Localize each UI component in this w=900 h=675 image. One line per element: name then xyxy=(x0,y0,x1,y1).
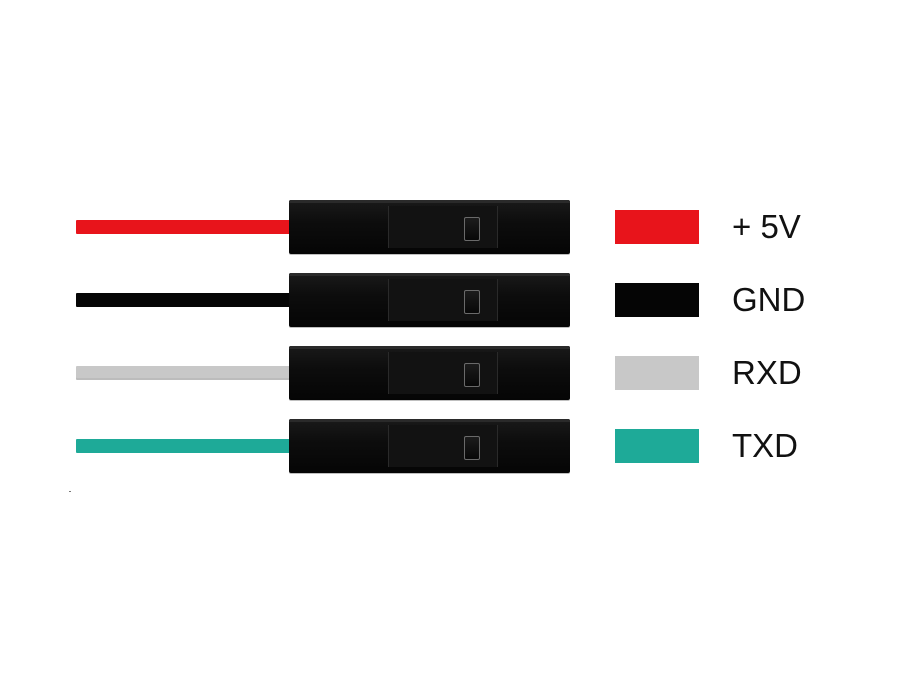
connector-latch-icon xyxy=(464,436,480,460)
color-swatch-teal xyxy=(615,429,699,463)
dupont-connector xyxy=(289,200,570,254)
connector-latch-icon xyxy=(464,217,480,241)
dupont-connector xyxy=(289,273,570,327)
white-wire xyxy=(76,366,292,380)
legend-label-txd: TXD xyxy=(732,427,798,464)
color-swatch-red xyxy=(615,210,699,244)
wire-row-gnd: GND xyxy=(0,270,900,330)
image-speck xyxy=(69,491,71,492)
teal-wire xyxy=(76,439,292,453)
connector-ridge xyxy=(289,419,570,422)
color-swatch-black xyxy=(615,283,699,317)
connector-ridge xyxy=(289,200,570,203)
dupont-connector xyxy=(289,346,570,400)
wire-row-5v: + 5V xyxy=(0,197,900,257)
connector-ridge xyxy=(289,346,570,349)
connector-window xyxy=(388,206,498,248)
legend-label-5v: + 5V xyxy=(732,208,801,245)
color-swatch-gray xyxy=(615,356,699,390)
wire-row-txd: TXD xyxy=(0,416,900,476)
connector-latch-icon xyxy=(464,290,480,314)
connector-window xyxy=(388,352,498,394)
connector-window xyxy=(388,425,498,467)
legend-label-rxd: RXD xyxy=(732,354,802,391)
legend-label-gnd: GND xyxy=(732,281,806,318)
red-wire xyxy=(76,220,292,234)
dupont-connector xyxy=(289,419,570,473)
connector-window xyxy=(388,279,498,321)
wire-row-rxd: RXD xyxy=(0,343,900,403)
connector-latch-icon xyxy=(464,363,480,387)
black-wire xyxy=(76,293,292,307)
connector-ridge xyxy=(289,273,570,276)
